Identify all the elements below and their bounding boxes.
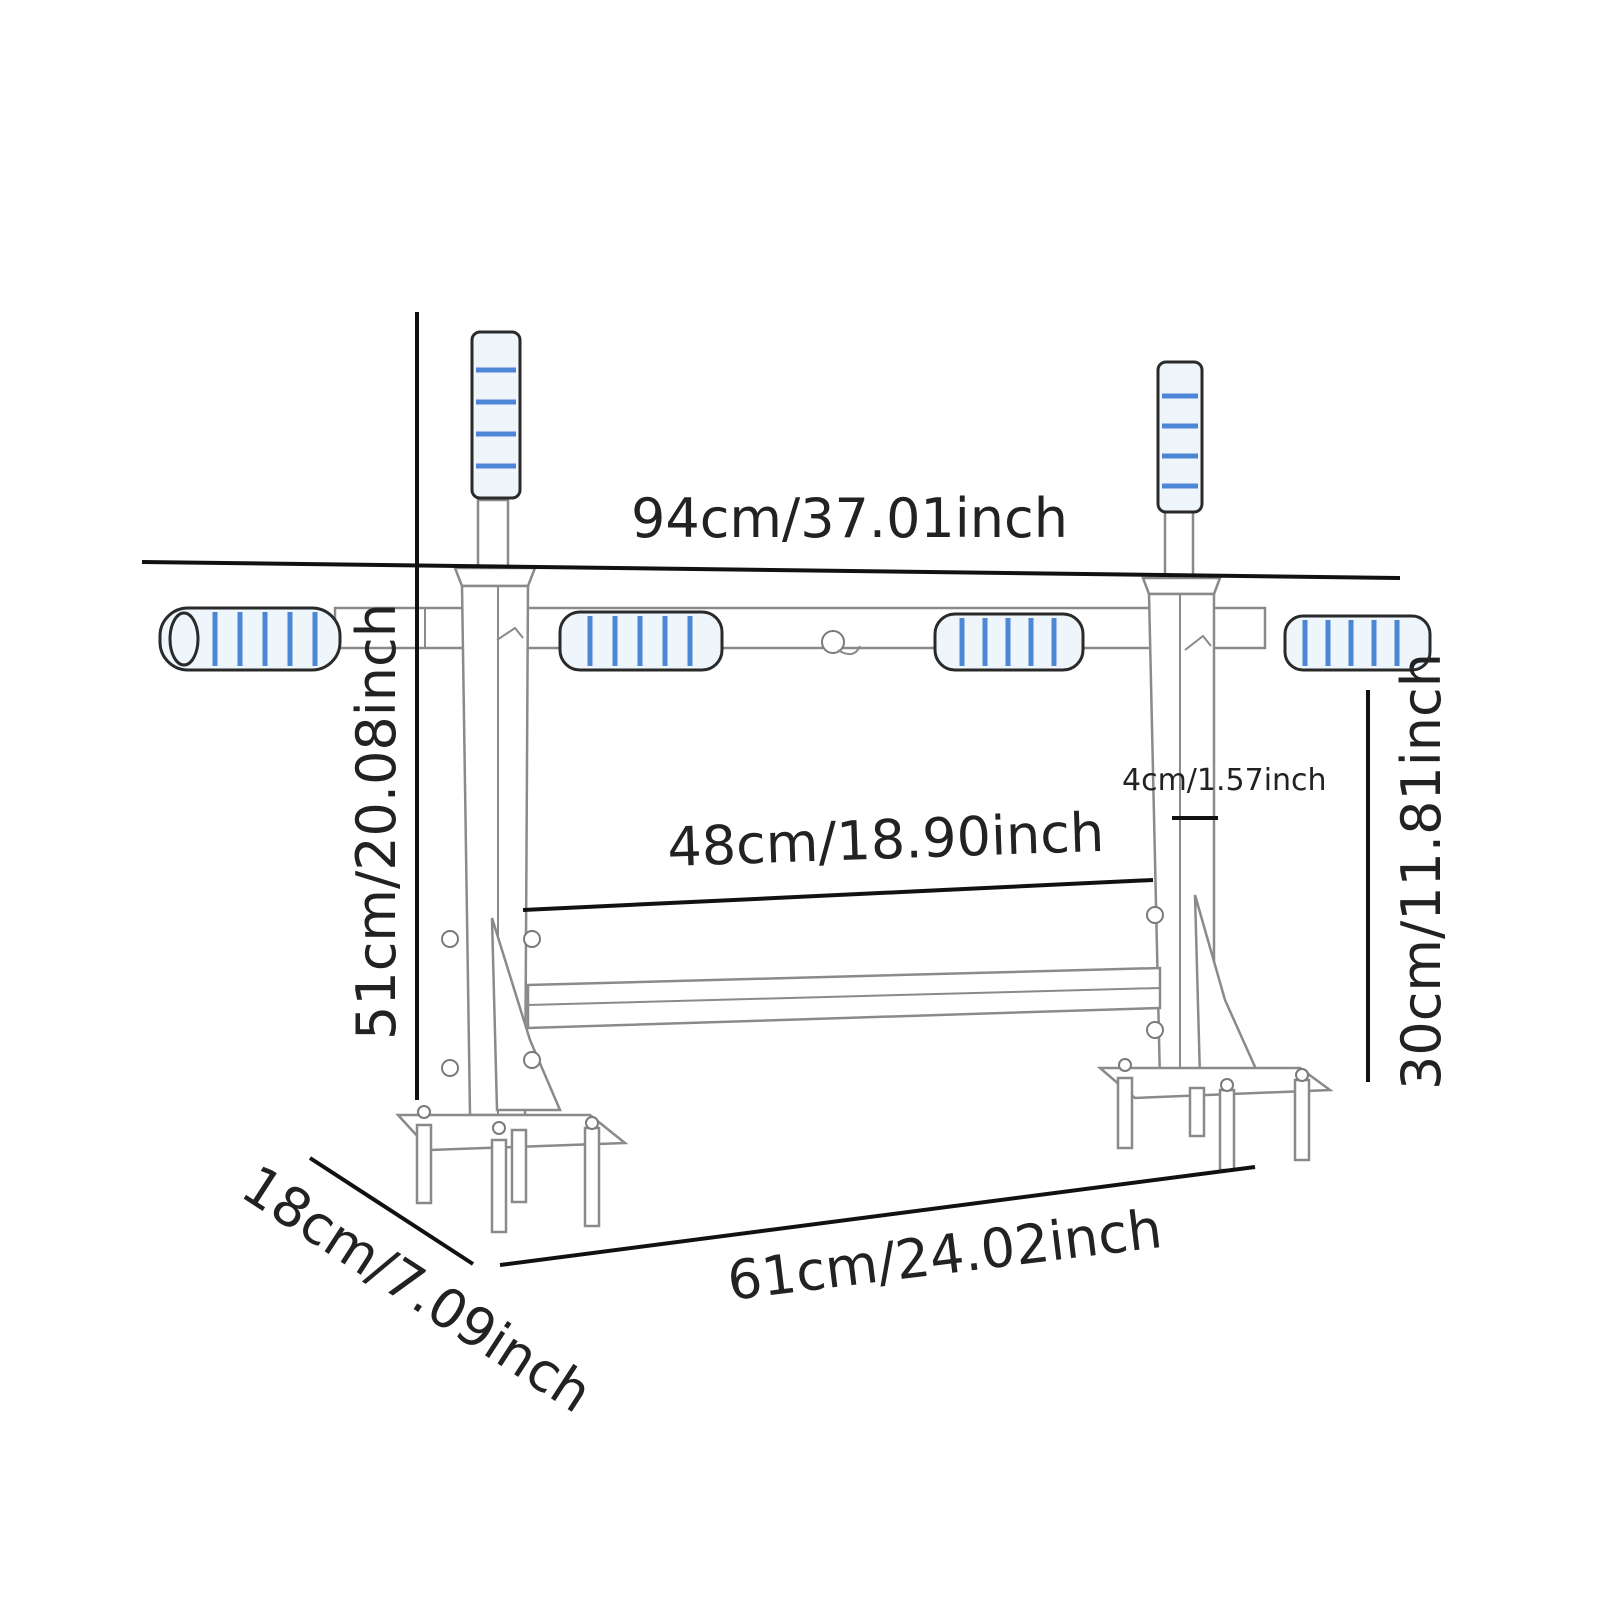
lower-crossbar [526,966,1162,1030]
overall-width-label: 94cm/37.01inch [631,487,1068,550]
grip-outer-right [1283,614,1432,672]
left-upright [441,498,562,1117]
dimension-lines [141,312,1401,1267]
pull-up-bar-illustration [158,330,1432,1234]
grip-vertical-left [470,330,522,500]
depth-line [308,1156,475,1266]
inner-width-label: 48cm/18.90inch [666,801,1105,879]
height-label: 51cm/20.08inch [345,603,408,1040]
grip-inner-right [933,612,1085,672]
left-base-plate [395,1105,629,1234]
tube-diameter-label: 4cm/1.57inch [1122,763,1327,798]
center-ring [821,630,861,656]
grip-inner-left [558,610,724,672]
overall-width-line [141,560,1401,580]
grip-outer-left [158,606,342,672]
grip-vertical-right [1156,360,1204,514]
base-width-label: 61cm/24.02inch [724,1197,1165,1313]
side-height-label: 30cm/11.81inch [1390,653,1453,1090]
inner-width-line [522,878,1154,912]
right-base-plate [1096,1058,1334,1172]
right-upright [1141,510,1262,1084]
base-width-line [499,1165,1256,1267]
